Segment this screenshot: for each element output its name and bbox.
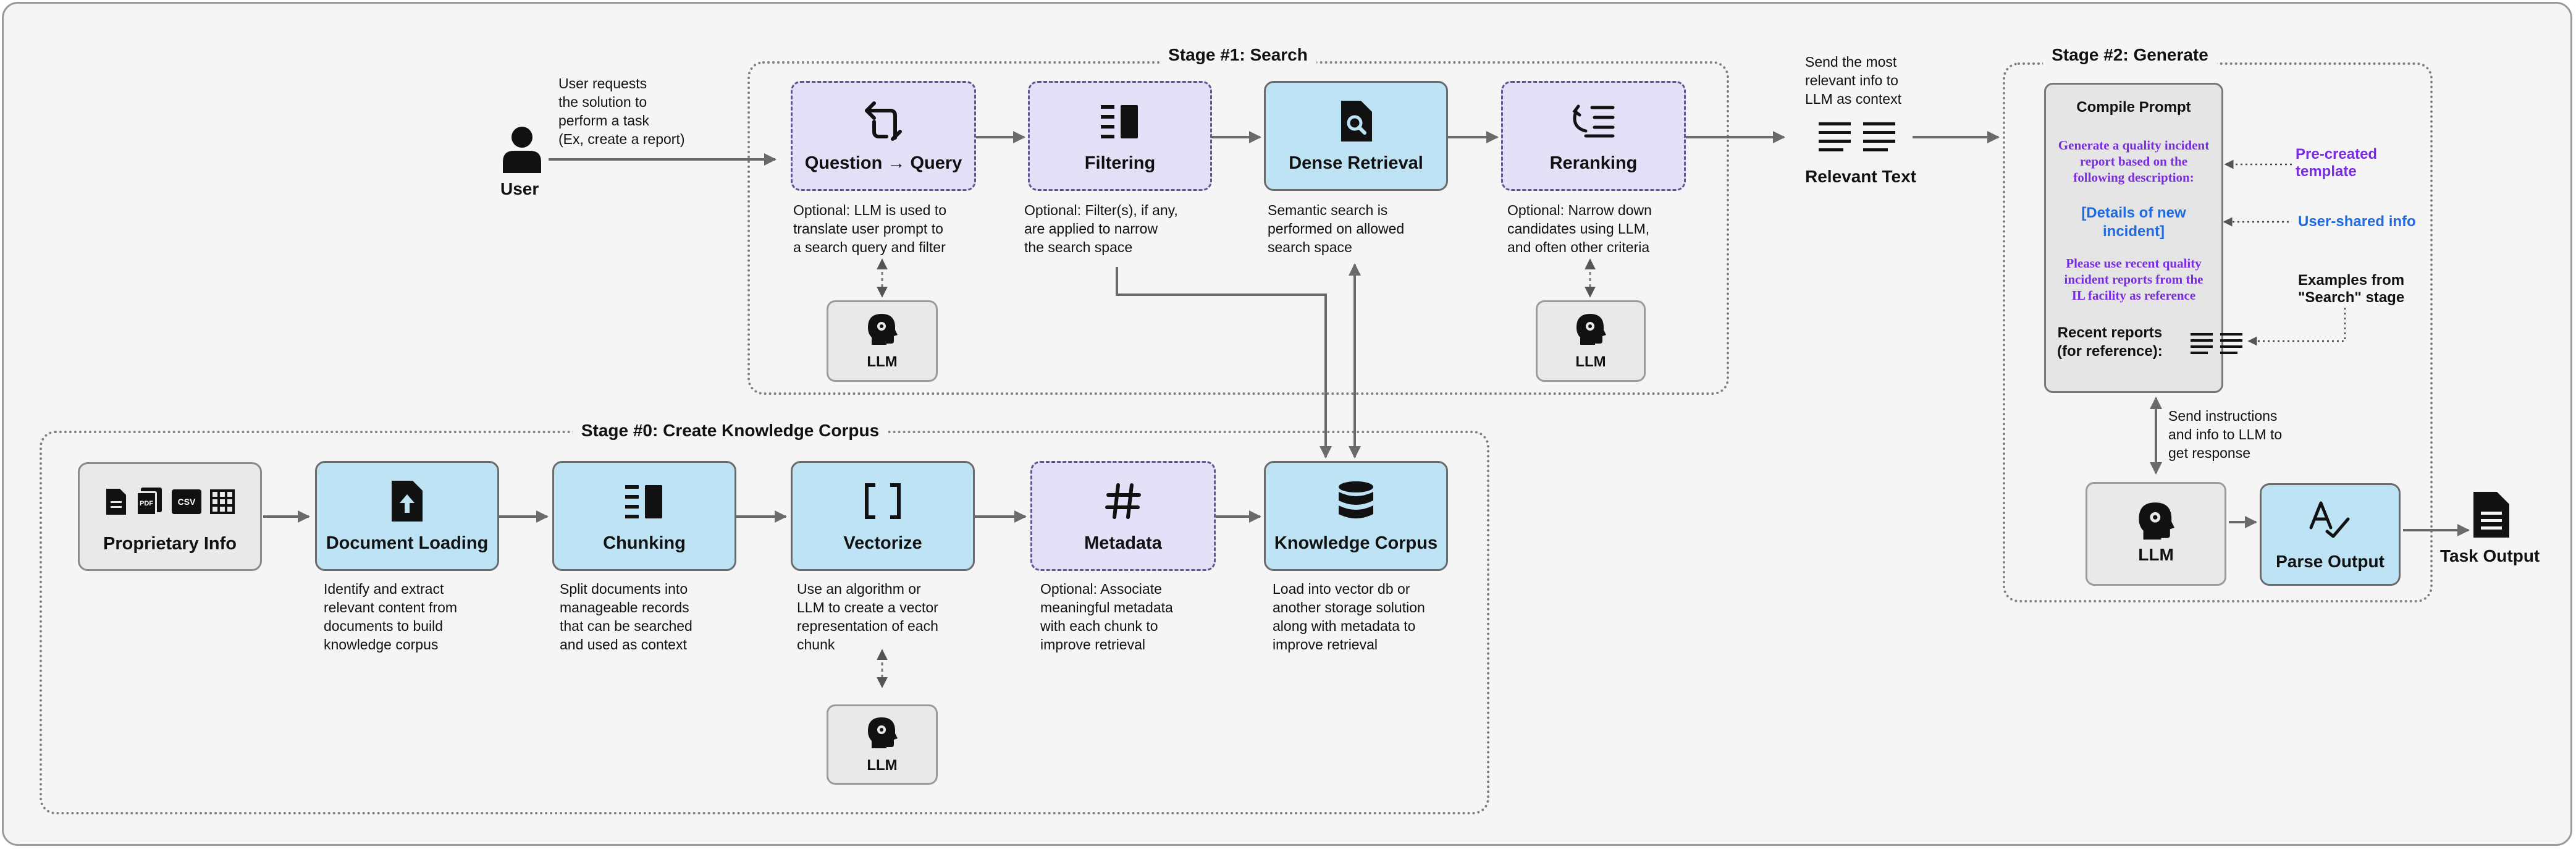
transform-arrows-icon <box>862 99 905 143</box>
document-search-icon <box>1339 99 1373 143</box>
recent-reports-label: Recent reports (for reference): <box>2057 324 2163 360</box>
stage-search-title: Stage #1: Search <box>1160 45 1316 65</box>
generate-llm-box[interactable]: LLM <box>2086 482 2226 586</box>
filtering-desc: Optional: Filter(s), if any, are applied… <box>1024 202 1178 255</box>
metadata-desc: Optional: Associate meaningful metadata … <box>1040 581 1173 653</box>
ai-head-icon <box>867 715 898 750</box>
search-llm-box-1[interactable]: LLM <box>827 300 938 382</box>
ai-head-icon <box>1575 311 1606 346</box>
question-to-query-label: Question → Query <box>804 153 962 173</box>
generate-llm-label: LLM <box>2138 545 2174 564</box>
dense-retrieval-label: Dense Retrieval <box>1289 153 1423 173</box>
ai-head-icon <box>867 311 898 346</box>
vectorize-box[interactable]: Vectorize <box>791 461 975 571</box>
vectorize-llm-label: LLM <box>867 757 898 774</box>
brackets-icon <box>864 479 901 523</box>
compile-prompt-box[interactable] <box>2044 83 2223 393</box>
stage-generate-title: Stage #2: Generate <box>2043 45 2217 65</box>
task-output-label: Task Output <box>2440 546 2540 565</box>
hashtag-icon <box>1105 479 1142 523</box>
send-instructions-note: Send instructions and info to LLM to get… <box>2168 408 2283 461</box>
spellcheck-icon <box>2309 497 2352 542</box>
vectorize-desc: Use an algorithm or LLM to create a vect… <box>797 581 938 653</box>
stage-corpus-title: Stage #0: Create Knowledge Corpus <box>572 421 888 441</box>
text-lines-icon <box>1819 120 1896 156</box>
document-file-icon <box>106 488 126 515</box>
rerank-icon <box>1572 99 1615 143</box>
precreated-template-note: Pre-created template <box>2296 146 2378 180</box>
search-llm-label-1: LLM <box>867 353 898 370</box>
document-loading-desc: Identify and extract relevant content fr… <box>324 581 458 653</box>
csv-file-icon: CSV <box>172 489 201 514</box>
relevant-text-label: Relevant Text <box>1805 167 1916 186</box>
user-request-note: User requests the solution to perform a … <box>558 75 685 147</box>
filter-list-icon <box>1100 99 1140 143</box>
question-to-query-desc: Optional: LLM is used to translate user … <box>793 202 947 255</box>
chunking-desc: Split documents into manageable records … <box>560 581 692 653</box>
metadata-label: Metadata <box>1084 533 1162 553</box>
vectorize-llm-box[interactable]: LLM <box>827 704 938 785</box>
dense-retrieval-desc: Semantic search is performed on allowed … <box>1268 202 1405 255</box>
search-llm-box-2[interactable]: LLM <box>1536 300 1646 382</box>
document-upload-icon <box>390 479 424 523</box>
stage-generate-region <box>2003 62 2433 602</box>
ai-head-icon <box>2137 502 2174 540</box>
recent-reports-icon <box>2191 331 2244 358</box>
reranking-box[interactable]: Reranking <box>1501 81 1686 191</box>
knowledge-corpus-label: Knowledge Corpus <box>1274 533 1438 553</box>
user-icon <box>502 126 542 173</box>
relevant-text-note: Send the most relevant info to LLM as co… <box>1805 54 1901 107</box>
filtering-label: Filtering <box>1084 153 1156 173</box>
reranking-label: Reranking <box>1549 153 1638 173</box>
chunking-box[interactable]: Chunking <box>552 461 736 571</box>
parse-output-label: Parse Output <box>2276 552 2384 571</box>
task-output-icon <box>2472 491 2511 542</box>
search-llm-label-2: LLM <box>1575 353 1606 370</box>
vectorize-label: Vectorize <box>843 533 922 553</box>
document-loading-box[interactable]: Document Loading <box>315 461 499 571</box>
compile-prompt-title: Compile Prompt <box>2076 99 2191 116</box>
chunking-label: Chunking <box>603 533 686 553</box>
pdf-file-icon: PDF <box>136 487 163 516</box>
database-icon <box>1336 479 1376 523</box>
user-shared-info-note: User-shared info <box>2298 213 2416 230</box>
knowledge-corpus-box[interactable]: Knowledge Corpus <box>1264 461 1448 571</box>
dense-retrieval-box[interactable]: Dense Retrieval <box>1264 81 1448 191</box>
template-text-top: Generate a quality incident report based… <box>2058 138 2210 185</box>
proprietary-info-label: Proprietary Info <box>103 533 237 554</box>
question-to-query-box[interactable]: Question → Query <box>791 81 976 191</box>
parse-output-box[interactable]: Parse Output <box>2260 483 2401 586</box>
document-loading-label: Document Loading <box>326 533 489 553</box>
user-label: User <box>500 179 539 198</box>
metadata-box[interactable]: Metadata <box>1030 461 1216 571</box>
template-text-bottom: Please use recent quality incident repor… <box>2064 256 2203 303</box>
chunk-list-icon <box>624 479 665 523</box>
proprietary-info-box[interactable]: PDF CSV Proprietary Info <box>78 462 262 571</box>
spreadsheet-icon <box>210 489 235 514</box>
incident-details-text: [Details of new incident] <box>2081 205 2186 240</box>
file-types-icons: PDF CSV <box>105 479 235 524</box>
reranking-desc: Optional: Narrow down candidates using L… <box>1507 202 1652 255</box>
search-examples-note: Examples from "Search" stage <box>2298 272 2405 306</box>
knowledge-corpus-desc: Load into vector db or another storage s… <box>1273 581 1425 653</box>
filtering-box[interactable]: Filtering <box>1028 81 1212 191</box>
